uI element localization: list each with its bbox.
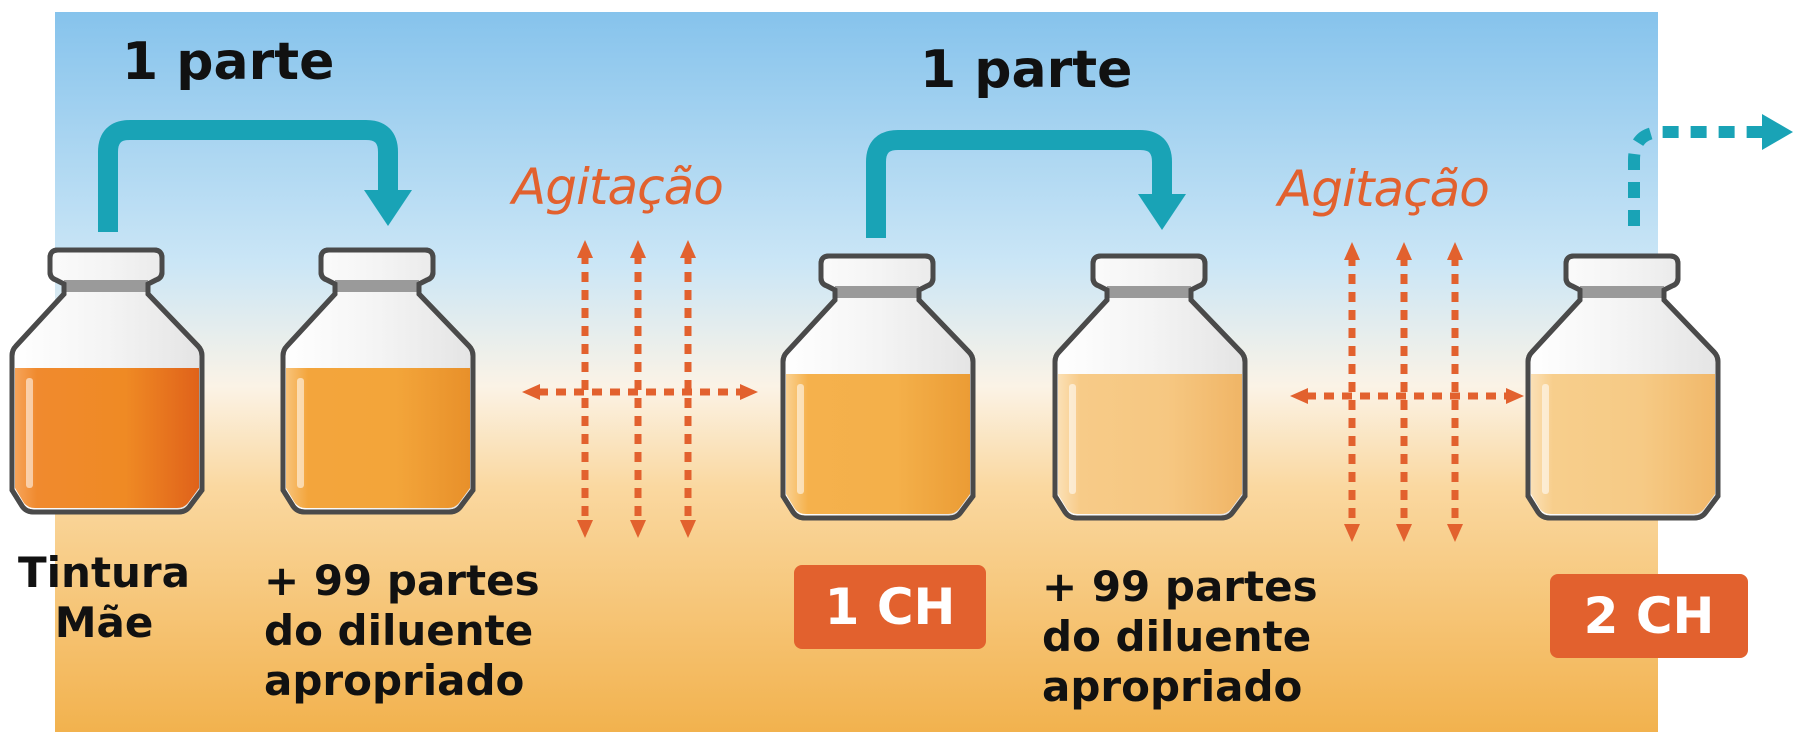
diluent-line: apropriado (1042, 662, 1303, 711)
jar-neck-band (835, 286, 919, 298)
jar-liquid (1531, 374, 1715, 514)
jar-highlight (26, 378, 33, 488)
jar-liquid (786, 374, 970, 514)
jar-highlight (297, 378, 304, 488)
transfer-label: 1 parte (122, 32, 335, 92)
mother-tincture-label: Tintura Mãe (14, 548, 194, 648)
diluent-label: + 99 partes do diluente apropriado (264, 556, 540, 706)
transfer-arrow-icon (866, 130, 1186, 238)
diluent-line: do diluente (264, 606, 534, 655)
agitation-arrowheads (1290, 242, 1524, 542)
tintura-mae-jar (9, 247, 205, 515)
mother-tincture-line: Mãe (54, 598, 154, 647)
agitation-arrows-icon (1306, 256, 1508, 526)
agitation-arrowheads (522, 240, 758, 538)
jar-outline (9, 247, 205, 515)
continue-dotted-arrow-icon (1628, 114, 1793, 226)
1ch-badge: 1 CH (794, 565, 986, 649)
jar-neck-band (1580, 286, 1664, 298)
2ch-badge: 2 CH (1550, 574, 1748, 658)
agitation-arrows-icon (538, 254, 742, 522)
jar-neck-band (64, 280, 148, 292)
jar-liquid (1058, 374, 1242, 514)
jar-neck-band (1107, 286, 1191, 298)
transfer-arrow-icon (98, 120, 412, 232)
diluent-jar-1 (280, 247, 476, 515)
diluent-line: apropriado (264, 656, 525, 705)
jar-neck-band (335, 280, 419, 292)
diluent-jar-2 (1052, 253, 1248, 521)
jar-outline (1525, 253, 1721, 521)
jar-highlight (1069, 384, 1076, 494)
jar-liquid (15, 368, 199, 508)
diluent-label: + 99 partes do diluente apropriado (1042, 562, 1318, 712)
jar-outline (1052, 253, 1248, 521)
agitation-label: Agitação (1278, 160, 1490, 218)
transfer-label: 1 parte (920, 40, 1133, 100)
jar-outline (280, 247, 476, 515)
jar-liquid (286, 368, 470, 508)
diluent-line: + 99 partes (264, 556, 540, 605)
diluent-line: do diluente (1042, 612, 1312, 661)
mother-tincture-line: Tintura (18, 548, 190, 597)
jar-highlight (797, 384, 804, 494)
1ch-jar (780, 253, 976, 521)
agitation-label: Agitação (512, 158, 724, 216)
2ch-jar (1525, 253, 1721, 521)
jar-highlight (1542, 384, 1549, 494)
jar-outline (780, 253, 976, 521)
diluent-line: + 99 partes (1042, 562, 1318, 611)
